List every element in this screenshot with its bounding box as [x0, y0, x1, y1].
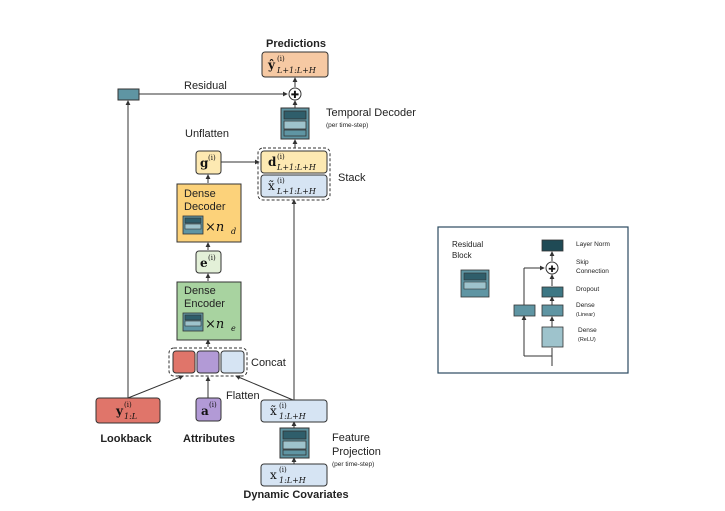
- legend-dense-relu-sub: (ReLU): [578, 337, 596, 343]
- residual-block-legend: [437, 226, 629, 374]
- dense-encoder-multiplier-sub: e: [231, 324, 236, 333]
- lookback-box: [95, 397, 161, 424]
- temporal-decoder-label: Temporal Decoder: [326, 107, 416, 119]
- y-hat-superscript: (i): [277, 55, 285, 63]
- x-tilde-bottom-subscript: 1:L+H: [279, 412, 307, 421]
- x-tilde-top-superscript: (i): [277, 177, 285, 185]
- x-box: [260, 463, 328, 487]
- legend-dropout-label: Dropout: [576, 286, 599, 293]
- dynamic-covariates-label: Dynamic Covariates: [243, 489, 348, 501]
- stack-label: Stack: [338, 172, 366, 184]
- residual-label: Residual: [184, 80, 227, 92]
- legend-dense-linear-sub: (Linear): [576, 312, 595, 318]
- concat-lookback-segment: [172, 350, 196, 374]
- x-tilde-top-subscript: L+1:L+H: [276, 187, 317, 196]
- d-subscript: L+1:L+H: [276, 163, 317, 172]
- concat-covariates-segment: [220, 350, 245, 374]
- x-superscript: (i): [279, 466, 287, 474]
- y-hat-subscript: L+1:L+H: [276, 66, 317, 75]
- x-tilde-top-box: [260, 174, 328, 198]
- dense-decoder-label-1: Dense: [184, 188, 216, 200]
- g-box: [195, 150, 222, 175]
- legend-layer-norm-icon: [541, 239, 564, 252]
- e-symbol: e: [200, 256, 208, 270]
- legend-dense-relu-icon: [541, 326, 564, 348]
- dense-decoder-multiplier: ×n: [205, 220, 224, 235]
- feature-projection-label-1: Feature: [332, 432, 370, 444]
- temporal-decoder-block: [280, 107, 310, 140]
- dense-decoder-layer-icon: [182, 215, 204, 235]
- dense-decoder-multiplier-sub: d: [231, 227, 236, 236]
- dense-decoder-label-2: Decoder: [184, 201, 226, 213]
- legend-block-structure: [521, 251, 555, 366]
- y-subscript: 1:L: [124, 412, 137, 421]
- y-hat-symbol: ŷ: [267, 58, 276, 72]
- prediction-box: [261, 51, 329, 78]
- attributes-label: Attributes: [183, 433, 235, 445]
- legend-skip-connection-icon: [545, 261, 559, 275]
- predictions-label: Predictions: [266, 38, 326, 50]
- legend-skip-label-2: Connection: [576, 268, 609, 275]
- sum-icon: [288, 87, 302, 101]
- x-tilde-top-symbol: x̃: [268, 179, 275, 193]
- legend-residual-block-label-1: Residual: [452, 240, 483, 249]
- y-symbol: y: [115, 404, 124, 418]
- d-superscript: (i): [277, 153, 285, 161]
- flatten-label: Flatten: [226, 390, 260, 402]
- legend-dropout-icon: [541, 286, 564, 298]
- lookback-to-concat-arrow: [127, 375, 184, 399]
- feature-projection-block: [279, 427, 310, 459]
- y-superscript: (i): [124, 401, 132, 409]
- legend-residual-block-label-2: Block: [452, 251, 473, 260]
- g-symbol: g: [200, 156, 209, 170]
- x-tilde-bottom-symbol: x̃: [270, 404, 277, 418]
- e-box: [195, 250, 222, 274]
- dense-encoder-label-1: Dense: [184, 285, 216, 297]
- a-superscript: (i): [209, 401, 217, 409]
- svg-text:✚: ✚: [548, 265, 556, 275]
- temporal-decoder-sub: (per time-step): [326, 122, 368, 129]
- e-superscript: (i): [208, 254, 216, 262]
- legend-layer-norm-label: Layer Norm: [576, 241, 610, 248]
- concat-group: [168, 347, 248, 377]
- residual-block-icon: [117, 88, 140, 101]
- d-symbol: d: [268, 155, 277, 169]
- legend-skip-label-1: Skip: [576, 259, 589, 266]
- projected-covariates-to-concat-arrow: [235, 375, 294, 401]
- legend-dense-linear-icon: [541, 304, 564, 317]
- legend-skip-dense-icon: [513, 304, 536, 317]
- d-box: [260, 150, 328, 174]
- feature-projection-label-2: Projection: [332, 446, 381, 458]
- legend-residual-block-icon: [460, 269, 490, 298]
- unflatten-label: Unflatten: [185, 128, 229, 140]
- a-symbol: a: [201, 404, 209, 418]
- x-subscript: 1:L+H: [279, 476, 307, 485]
- legend-dense-linear-label: Dense: [576, 302, 595, 309]
- g-superscript: (i): [208, 154, 216, 162]
- attributes-box: [195, 397, 222, 422]
- feature-projection-sub: (per time-step): [332, 461, 374, 468]
- plus-glyph: ✚: [291, 90, 299, 101]
- concat-label: Concat: [251, 357, 286, 369]
- dense-encoder-label-2: Encoder: [184, 298, 225, 310]
- concat-attributes-segment: [196, 350, 220, 374]
- connectors: [125, 77, 298, 464]
- stack-group: [257, 147, 331, 201]
- x-symbol: x: [270, 468, 277, 482]
- x-tilde-bottom-superscript: (i): [279, 402, 287, 410]
- dense-encoder-layer-icon: [182, 312, 204, 332]
- x-tilde-bottom-box: [260, 399, 328, 423]
- lookback-label: Lookback: [100, 433, 152, 445]
- dense-encoder-multiplier: ×n: [205, 317, 224, 332]
- legend-dense-relu-label: Dense: [578, 327, 597, 334]
